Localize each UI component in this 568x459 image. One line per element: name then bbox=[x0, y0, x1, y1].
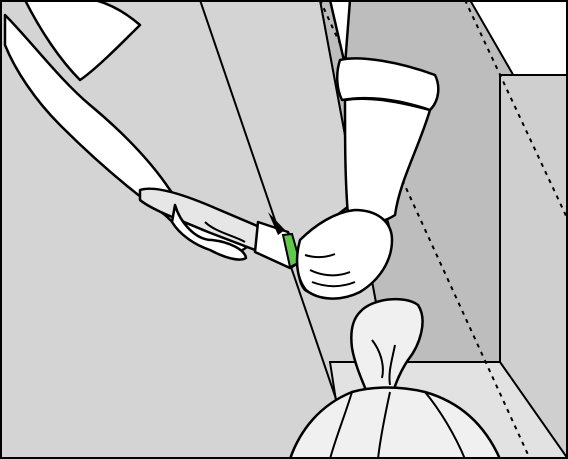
cutting-tape-illustration bbox=[0, 0, 568, 459]
illustration-frame bbox=[0, 0, 568, 459]
